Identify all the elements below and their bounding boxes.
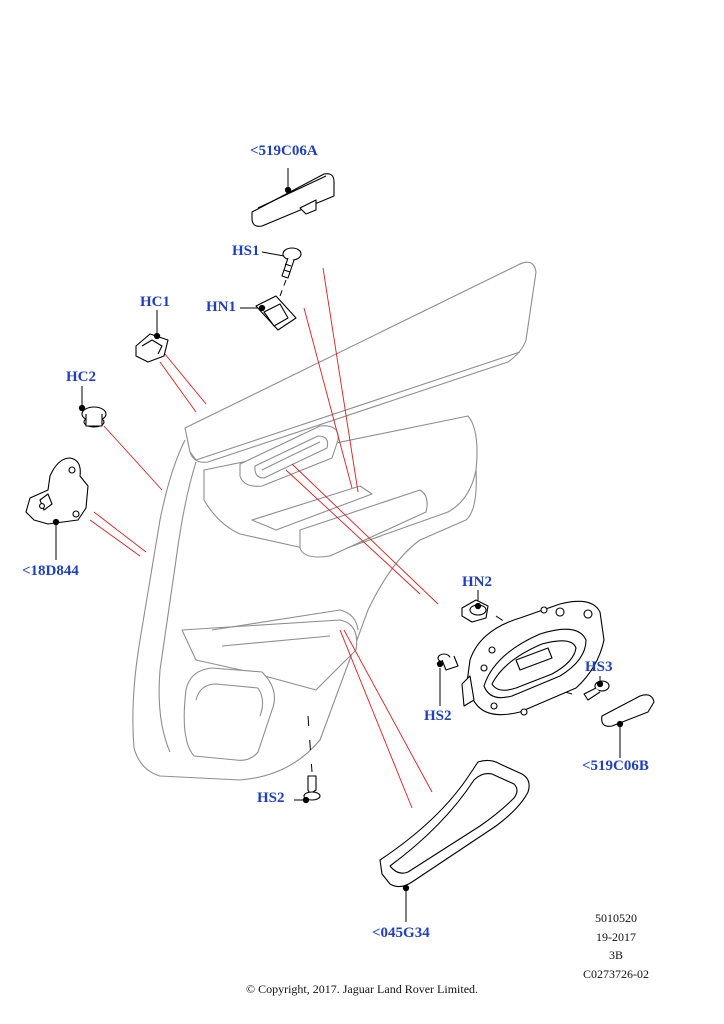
- callout-045G34[interactable]: <045G34: [372, 925, 430, 941]
- trim-cap-519C06B[interactable]: [601, 694, 655, 728]
- callout-519C06A[interactable]: <519C06A: [250, 143, 318, 159]
- reference-block: 5010520 19-2017 3B C0273726-02: [566, 909, 666, 983]
- reference-number: 5010520: [595, 911, 637, 925]
- callout-HS2-right[interactable]: HS2: [424, 708, 452, 724]
- reference-illustration-id: C0273726-02: [583, 966, 649, 981]
- reference-date-code: 19-2017: [596, 929, 636, 944]
- clip-HC1[interactable]: [135, 332, 169, 363]
- trim-strip-045G34[interactable]: [379, 759, 530, 892]
- clip-HC2[interactable]: [78, 404, 107, 428]
- callout-HN1[interactable]: HN1: [206, 299, 236, 315]
- callout-HN2[interactable]: HN2: [462, 574, 492, 590]
- leader-lines: [89, 267, 439, 809]
- callout-519C06B[interactable]: <519C06B: [582, 758, 649, 774]
- callout-HS3[interactable]: HS3: [585, 659, 613, 675]
- callout-HC2[interactable]: HC2: [66, 369, 96, 385]
- screw-HS2-right[interactable]: [436, 653, 459, 671]
- callout-HS1[interactable]: HS1: [232, 243, 260, 259]
- inner-handle-assembly[interactable]: [461, 600, 605, 716]
- screw-HS3[interactable]: [583, 680, 610, 701]
- clip-HN1[interactable]: [255, 295, 297, 331]
- callout-HS2-bottom[interactable]: HS2: [257, 790, 285, 806]
- clip-HN2[interactable]: [461, 599, 489, 623]
- screw-HS2-bottom[interactable]: [302, 775, 321, 804]
- callout-HC1[interactable]: HC1: [140, 294, 170, 310]
- callout-18D844[interactable]: <18D844: [22, 563, 79, 579]
- screw-HS1[interactable]: [281, 247, 302, 279]
- trim-cap-519C06A[interactable]: [251, 173, 335, 227]
- door-trim-panel: [132, 261, 537, 781]
- copyright-notice: © Copyright, 2017. Jaguar Land Rover Lim…: [245, 982, 479, 996]
- cover-18D844[interactable]: [25, 457, 89, 526]
- reference-revision: 3B: [608, 948, 623, 962]
